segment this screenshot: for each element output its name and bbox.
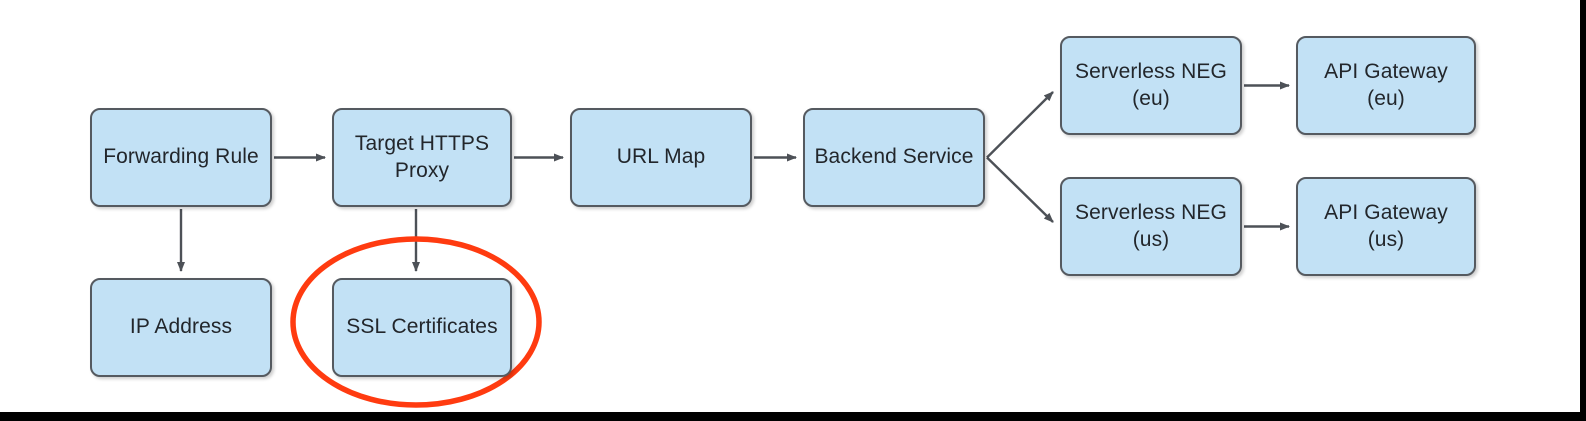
node-backend-service[interactable]: Backend Service bbox=[803, 108, 985, 207]
node-serverless-neg-eu[interactable]: Serverless NEG (eu) bbox=[1060, 36, 1242, 135]
window-bottom-border bbox=[0, 412, 1586, 421]
node-target-https-proxy-label: Target HTTPS Proxy bbox=[354, 131, 490, 182]
node-api-gateway-us[interactable]: API Gateway (us) bbox=[1296, 177, 1476, 276]
node-serverless-neg-eu-label: Serverless NEG (eu) bbox=[1075, 59, 1227, 110]
node-api-gateway-us-label: API Gateway (us) bbox=[1324, 200, 1448, 251]
node-api-gateway-eu[interactable]: API Gateway (eu) bbox=[1296, 36, 1476, 135]
node-backend-service-label: Backend Service bbox=[814, 145, 974, 169]
edge-backend-service-to-serverless-neg-us bbox=[986, 156, 1054, 223]
node-ssl-certificates[interactable]: SSL Certificates bbox=[332, 278, 512, 377]
node-api-gateway-eu-label: API Gateway (eu) bbox=[1324, 59, 1448, 110]
node-target-https-proxy[interactable]: Target HTTPS Proxy bbox=[332, 108, 512, 207]
node-forwarding-rule-label: Forwarding Rule bbox=[103, 145, 259, 169]
ssl-certificates-highlight-ellipse bbox=[290, 236, 542, 408]
node-forwarding-rule[interactable]: Forwarding Rule bbox=[90, 108, 272, 207]
node-ip-address-label: IP Address bbox=[129, 315, 233, 339]
node-ssl-certificates-label: SSL Certificates bbox=[346, 315, 498, 339]
node-url-map[interactable]: URL Map bbox=[570, 108, 752, 207]
node-url-map-label: URL Map bbox=[616, 145, 706, 169]
edge-backend-service-to-serverless-neg-eu bbox=[986, 91, 1054, 159]
node-serverless-neg-us-label: Serverless NEG (us) bbox=[1075, 200, 1227, 251]
node-serverless-neg-us[interactable]: Serverless NEG (us) bbox=[1060, 177, 1242, 276]
node-ip-address[interactable]: IP Address bbox=[90, 278, 272, 377]
window-right-border bbox=[1580, 0, 1586, 421]
